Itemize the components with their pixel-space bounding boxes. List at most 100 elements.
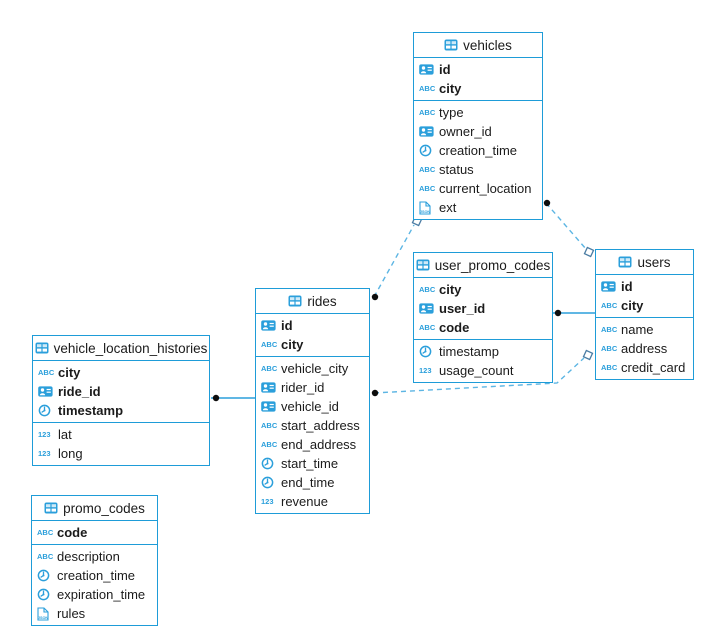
timestamp-icon xyxy=(261,457,281,470)
column-row-rules[interactable]: JSON rules xyxy=(32,604,157,623)
relationship-rides-to-vehicles[interactable] xyxy=(373,224,415,298)
column-row-ride_id[interactable]: ride_id xyxy=(33,382,209,401)
table-header[interactable]: rides xyxy=(256,289,369,314)
text-type-icon: ABC xyxy=(37,528,54,537)
cardinality-diamond xyxy=(582,349,594,361)
column-name: long xyxy=(58,446,83,461)
table-header[interactable]: vehicles xyxy=(414,33,542,58)
column-name: city xyxy=(58,365,81,380)
column-row-creation_time[interactable]: creation_time xyxy=(414,141,542,160)
column-name: revenue xyxy=(281,494,328,509)
column-name: user_id xyxy=(439,301,486,316)
column-row-expiration_time[interactable]: expiration_time xyxy=(32,585,157,604)
text-type-icon: ABC xyxy=(419,184,436,193)
timestamp-icon xyxy=(37,588,57,601)
table-title: users xyxy=(637,254,671,270)
text-type-icon: ABC xyxy=(601,325,618,334)
column-name: vehicle_city xyxy=(281,361,349,376)
column-name: city xyxy=(281,337,304,352)
text-type-icon: ABC xyxy=(419,285,436,294)
text-type-icon: ABC xyxy=(419,108,436,117)
column-name: timestamp xyxy=(439,344,499,359)
table-header[interactable]: promo_codes xyxy=(32,496,157,521)
id-card-icon xyxy=(419,126,439,137)
table-icon xyxy=(35,342,49,354)
text-type-icon: ABC xyxy=(261,364,278,373)
column-row-user_id[interactable]: user_id xyxy=(414,299,552,318)
id-card-icon xyxy=(419,303,439,314)
column-row-creation_time[interactable]: creation_time xyxy=(32,566,157,585)
table-title: rides xyxy=(307,293,337,309)
cardinality-dot xyxy=(543,199,551,207)
text-type-icon: ABC xyxy=(419,323,436,332)
relationship-rides-to-users[interactable] xyxy=(373,357,585,394)
column-name: rider_id xyxy=(281,380,325,395)
table-icon xyxy=(444,39,458,51)
table-header[interactable]: user_promo_codes xyxy=(414,253,552,278)
id-card-icon xyxy=(419,64,439,75)
svg-text:JSON: JSON xyxy=(420,210,431,214)
column-name: rules xyxy=(57,606,86,621)
relationship-vehicles-to-users[interactable] xyxy=(545,202,587,250)
column-row-end_time[interactable]: end_time xyxy=(256,473,369,492)
column-name: timestamp xyxy=(58,403,124,418)
table-title: promo_codes xyxy=(63,500,145,516)
column-name: code xyxy=(439,320,470,335)
column-row-id[interactable]: id xyxy=(596,277,693,296)
table-title: vehicle_location_histories xyxy=(53,340,208,356)
column-row-timestamp[interactable]: timestamp xyxy=(33,401,209,420)
column-row-id[interactable]: id xyxy=(256,316,369,335)
text-type-icon: ABC xyxy=(261,421,278,430)
column-row-owner_id[interactable]: owner_id xyxy=(414,122,542,141)
text-type-icon: ABC xyxy=(601,344,618,353)
column-name: end_time xyxy=(281,475,335,490)
column-row-start_time[interactable]: start_time xyxy=(256,454,369,473)
text-type-icon: ABC xyxy=(261,340,278,349)
column-row-rider_id[interactable]: rider_id xyxy=(256,378,369,397)
svg-text:JSON: JSON xyxy=(38,616,49,620)
column-name: city xyxy=(439,81,462,96)
column-name: creation_time xyxy=(57,568,136,583)
table-header[interactable]: users xyxy=(596,250,693,275)
column-name: id xyxy=(281,318,293,333)
column-row-id[interactable]: id xyxy=(414,60,542,79)
column-row-vehicle_id[interactable]: vehicle_id xyxy=(256,397,369,416)
table-icon xyxy=(44,502,58,514)
table-header[interactable]: vehicle_location_histories xyxy=(33,336,209,361)
column-row-timestamp[interactable]: timestamp xyxy=(414,342,552,361)
